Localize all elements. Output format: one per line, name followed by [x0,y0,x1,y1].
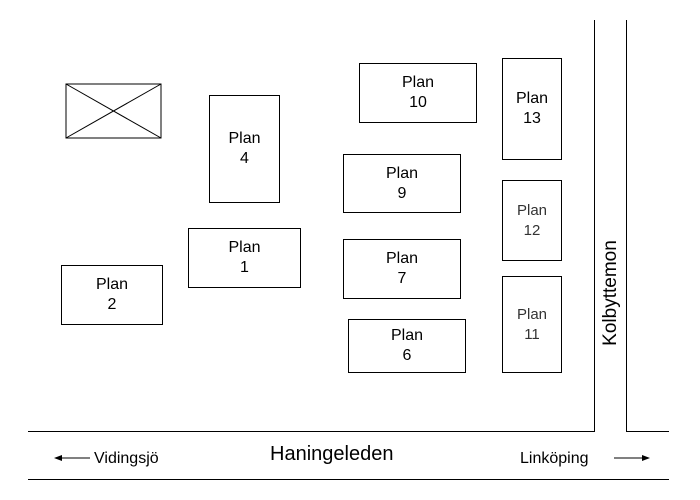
plot-plan-11: Plan 11 [502,276,562,373]
plot-number: 6 [402,347,412,364]
plot-number: 7 [397,270,407,287]
plot-label: Plan [390,327,424,344]
plot-plan-6: Plan 6 [348,319,466,373]
plot-number: 1 [240,259,249,276]
plot-label: Plan [228,239,261,256]
plot-number: 10 [409,94,427,111]
main-road-bottom-edge [28,479,669,480]
plot-label: Plan [515,90,549,107]
plot-plan-9: Plan 9 [343,154,461,213]
plot-number: 4 [240,150,249,167]
main-road-top-edge-right [626,431,669,432]
plot-plan-4: Plan 4 [209,95,280,203]
plot-label: Plan [401,74,435,91]
plot-number: 11 [524,325,540,343]
plot-plan-1: Plan 1 [188,228,301,288]
side-road-right-edge [626,20,627,432]
main-road-name: Haningeleden [270,443,394,465]
side-road-name: Kolbyttemon [600,240,621,346]
plot-label: Plan [385,164,419,182]
plot-label: Plan [516,305,548,323]
plot-plan-2: Plan 2 [61,265,163,325]
arrow-left-icon [54,455,90,461]
plot-number: 13 [523,110,541,127]
plot-plan-7: Plan 7 [343,239,461,299]
plot-label: Plan [95,276,129,293]
crossed-box-icon [65,83,162,139]
plot-number: 12 [523,221,541,239]
direction-right-label: Linköping [520,450,589,467]
plot-plan-12: Plan 12 [502,180,562,261]
plot-plan-13: Plan 13 [502,58,562,160]
side-road-left-edge [594,20,595,432]
main-road-top-edge [28,431,595,432]
arrow-right-icon [614,455,650,461]
plot-number: 2 [107,296,117,313]
plot-label: Plan [516,201,548,219]
plot-label: Plan [228,130,261,147]
plot-label: Plan [385,250,419,267]
plot-number: 9 [397,184,407,202]
plot-plan-10: Plan 10 [359,63,477,123]
direction-left-label: Vidingsjö [94,450,159,467]
